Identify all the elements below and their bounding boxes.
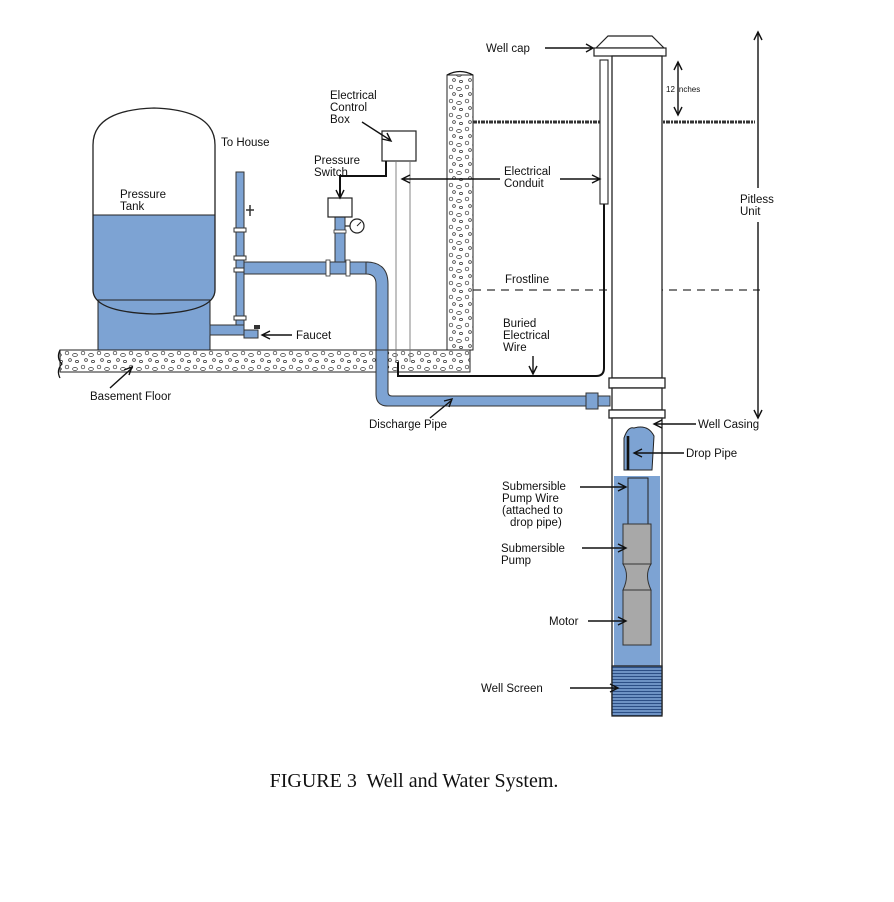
- electrical-conduit: [599, 59, 609, 205]
- label-well-screen: Well Screen: [481, 683, 543, 695]
- horizontal-supply-pipe: [243, 259, 389, 351]
- buried-electrical-wire: [397, 200, 605, 377]
- label-pitless-unit: Pitless Unit: [740, 194, 777, 218]
- leader-pressure-switch: [335, 180, 345, 200]
- label-discharge-pipe: Discharge Pipe: [369, 419, 447, 431]
- discharge-pipe: [375, 349, 611, 410]
- label-twelve-inches: 12 inches: [666, 85, 700, 94]
- well-screen: [611, 665, 663, 717]
- pitless-unit-casing: [608, 55, 666, 419]
- well-cap: [593, 35, 667, 57]
- leader-well-casing: [652, 419, 696, 429]
- pressure-tank: [92, 107, 216, 351]
- leader-control-box: [361, 121, 393, 143]
- label-frostline: Frostline: [505, 274, 549, 286]
- drop-pipe: [623, 426, 655, 525]
- label-to-house: To House: [221, 137, 270, 149]
- leader-basement-floor: [109, 365, 134, 389]
- label-submersible-pump-wire: Submersible Pump Wire (attached to drop …: [502, 481, 569, 529]
- pressure-switch: [327, 197, 353, 218]
- foundation-wall: [446, 70, 474, 351]
- leader-electrical-conduit: [400, 174, 602, 184]
- label-buried-electrical-wire: Buried Electrical Wire: [503, 318, 553, 354]
- valve-icon: [246, 205, 254, 216]
- figure-caption: FIGURE 3 Well and Water System.: [269, 770, 559, 792]
- label-faucet: Faucet: [296, 330, 332, 342]
- leader-motor: [588, 616, 628, 626]
- leader-well-cap: [545, 43, 595, 53]
- leader-faucet: [260, 330, 292, 340]
- twelve-inch-dimension: [673, 60, 683, 117]
- label-drop-pipe: Drop Pipe: [686, 448, 737, 460]
- house-pipe: [209, 171, 247, 336]
- label-pressure-tank: Pressure Tank: [120, 189, 169, 213]
- label-electrical-control-box: Electrical Control Box: [330, 90, 380, 126]
- electrical-control-box: [381, 130, 417, 162]
- submersible-pump: [622, 523, 652, 591]
- label-submersible-pump: Submersible Pump: [501, 543, 568, 567]
- faucet-icon: [243, 325, 260, 339]
- label-electrical-conduit: Electrical Conduit: [504, 166, 554, 190]
- label-basement-floor: Basement Floor: [90, 391, 171, 403]
- leader-drop-pipe: [632, 448, 684, 458]
- label-well-casing: Well Casing: [698, 419, 759, 431]
- label-well-cap: Well cap: [486, 43, 530, 55]
- label-pressure-switch: Pressure Switch: [314, 155, 363, 179]
- pressure-switch-riser: [333, 214, 347, 263]
- leader-pump-wire: [580, 482, 628, 492]
- pressure-gauge-icon: [345, 218, 365, 234]
- leader-discharge-pipe: [429, 397, 454, 419]
- pitless-unit-dimension: [753, 30, 763, 420]
- leader-submersible-pump: [582, 543, 628, 553]
- leader-buried-wire: [528, 356, 538, 376]
- basement-floor: [57, 349, 471, 379]
- leader-well-screen: [570, 683, 620, 693]
- motor: [622, 589, 652, 646]
- label-motor: Motor: [549, 616, 579, 628]
